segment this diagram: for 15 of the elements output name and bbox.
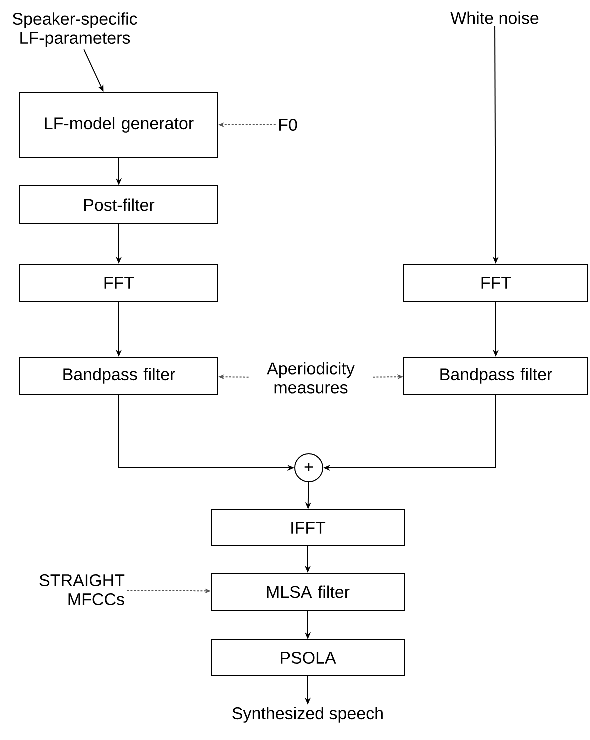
process-box: MLSA filter (211, 573, 405, 611)
process-box: IFFT (211, 510, 405, 546)
process-box: LF-model generator (20, 92, 218, 158)
input-label: STRAIGHT MFCCs (40, 574, 125, 606)
process-box: Bandpass filter (404, 357, 588, 395)
process-box: FFT (20, 264, 218, 302)
process-box: FFT (404, 264, 588, 302)
process-box: Bandpass filter (20, 357, 218, 395)
output-label: Synthesized speech (232, 707, 383, 723)
input-label: F0 (279, 118, 298, 132)
input-label: White noise (450, 12, 539, 24)
process-box: Post-filter (20, 186, 218, 224)
input-label: Aperiodicity measures (267, 362, 355, 394)
input-label: Speaker-specific LF-parameters (12, 12, 138, 48)
process-box: PSOLA (211, 640, 405, 676)
